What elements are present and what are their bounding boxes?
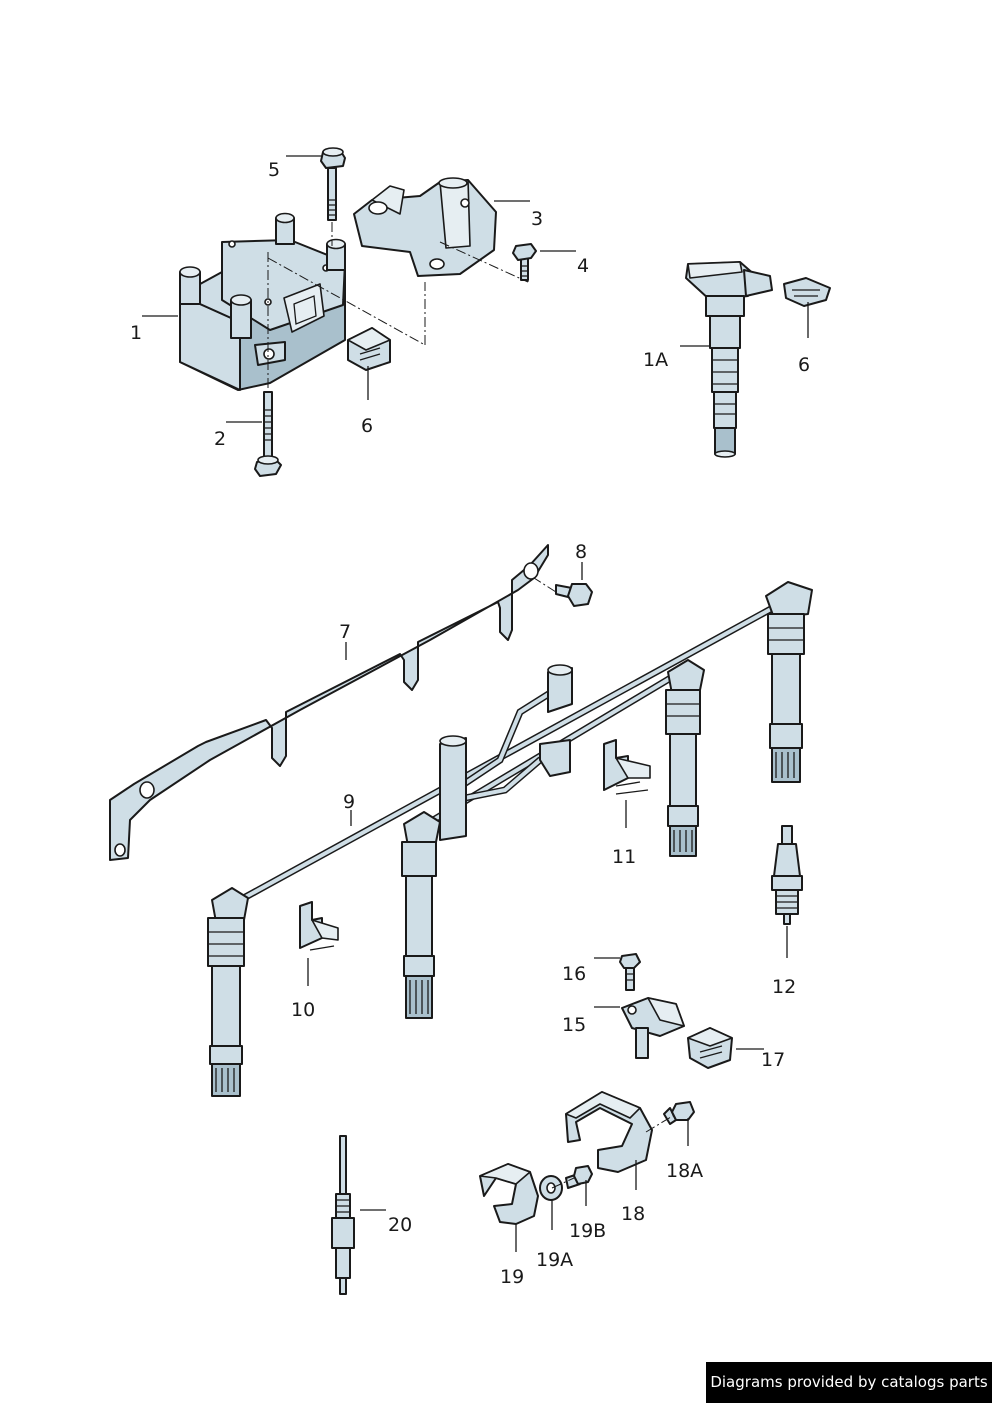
bolt-8[interactable] — [555, 583, 593, 607]
shield-ring-19[interactable] — [479, 1163, 539, 1225]
ignition-coil-1[interactable] — [179, 212, 346, 391]
connector-6-left[interactable] — [347, 327, 391, 371]
credit-badge: Diagrams provided by catalogs parts — [706, 1362, 992, 1403]
connector-17[interactable] — [687, 1027, 733, 1069]
connector-6-right[interactable] — [783, 277, 831, 307]
callout-19A: 19A — [536, 1249, 573, 1271]
callout-18: 18 — [621, 1203, 645, 1225]
wire-carrier-7[interactable] — [109, 544, 549, 861]
callout-6-right: 6 — [798, 354, 810, 376]
assembly-line — [533, 577, 677, 1189]
bolt-4[interactable] — [512, 243, 537, 281]
pencil-coil-1A[interactable] — [685, 261, 773, 458]
wire-clip-10[interactable] — [299, 901, 339, 951]
callout-4: 4 — [577, 255, 589, 277]
wire-clip-11[interactable] — [603, 739, 651, 795]
callout-12: 12 — [772, 976, 796, 998]
callout-3: 3 — [531, 208, 543, 230]
bracket-3[interactable] — [353, 177, 497, 277]
callout-labels: 1 2 5 3 4 6 1A 6 7 8 9 11 12 10 16 15 17… — [130, 159, 810, 1288]
callout-6-left: 6 — [361, 415, 373, 437]
callout-20: 20 — [388, 1214, 412, 1236]
bolt-5[interactable] — [320, 147, 346, 221]
callout-8: 8 — [575, 541, 587, 563]
bolt-19B[interactable] — [565, 1165, 593, 1189]
callout-19B: 19B — [569, 1220, 606, 1242]
callout-11: 11 — [612, 846, 636, 868]
callout-15: 15 — [562, 1014, 586, 1036]
callout-19: 19 — [500, 1266, 524, 1288]
callout-17: 17 — [761, 1049, 785, 1071]
callout-10: 10 — [291, 999, 315, 1021]
callout-5: 5 — [268, 159, 280, 181]
sensor-15[interactable] — [621, 997, 685, 1059]
callout-7: 7 — [339, 621, 351, 643]
callout-9: 9 — [343, 791, 355, 813]
glow-plug-20[interactable] — [331, 1135, 355, 1295]
callout-2: 2 — [214, 428, 226, 450]
callout-1A: 1A — [643, 349, 668, 371]
callout-18A: 18A — [666, 1160, 703, 1182]
assembly-line — [267, 222, 529, 392]
callout-16: 16 — [562, 963, 586, 985]
heat-shield-18[interactable] — [565, 1091, 653, 1173]
washer-19A[interactable] — [539, 1175, 563, 1201]
spark-plug-12[interactable] — [771, 825, 803, 925]
leader-lines — [142, 155, 809, 1252]
bolt-2[interactable] — [254, 391, 282, 477]
ignition-wires-9[interactable] — [207, 581, 813, 1097]
bolt-16[interactable] — [619, 953, 641, 991]
bolt-18A[interactable] — [663, 1101, 695, 1125]
callout-1: 1 — [130, 322, 142, 344]
